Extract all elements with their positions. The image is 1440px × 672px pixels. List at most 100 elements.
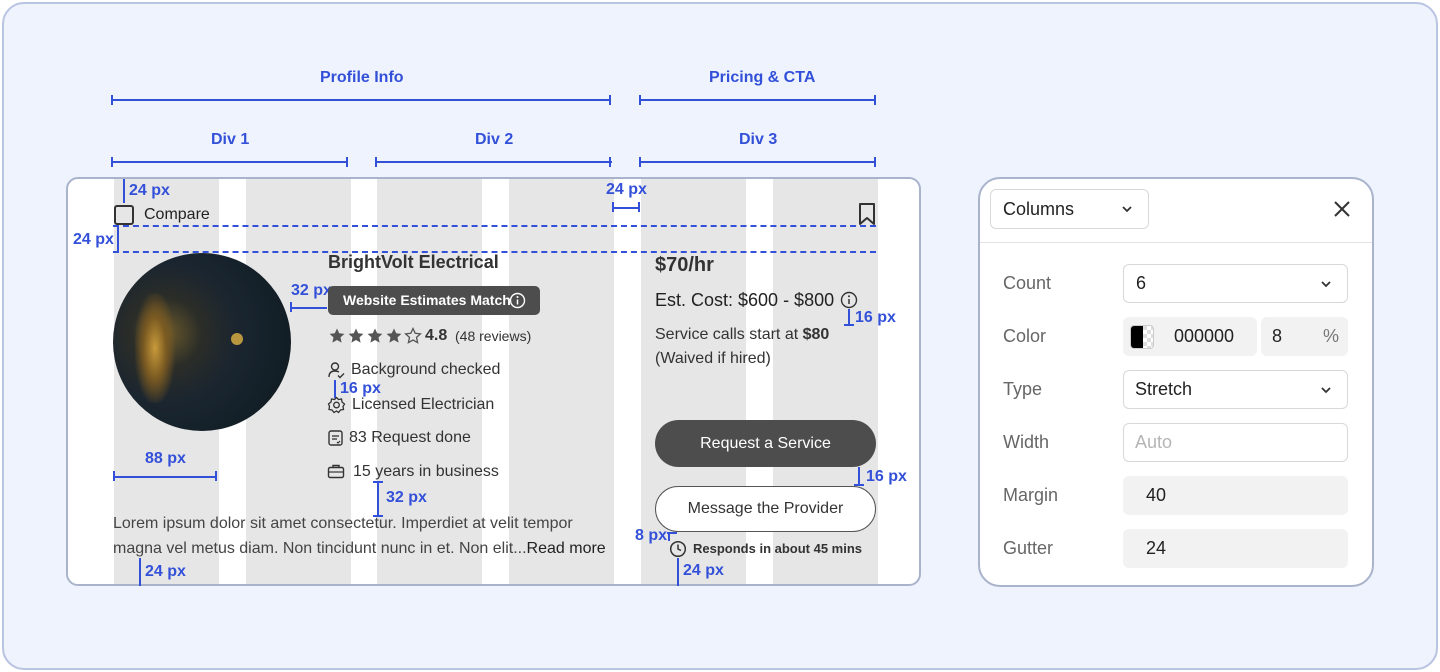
guide-dash-top <box>113 225 876 227</box>
spacing-marker <box>677 558 679 586</box>
tick <box>638 202 640 212</box>
width-placeholder: Auto <box>1135 432 1173 452</box>
spacing-marker <box>113 476 217 478</box>
tick <box>290 302 292 312</box>
width-input[interactable] <box>1123 423 1348 462</box>
tick <box>609 95 611 105</box>
feature-requests: 83 Request done <box>349 429 471 446</box>
bookmark-icon[interactable] <box>857 202 877 226</box>
star-icon <box>367 328 383 343</box>
tick <box>874 95 876 105</box>
color-hex-value: 000000 <box>1174 326 1235 346</box>
waived-note: (Waived if hired) <box>655 350 771 367</box>
layout-type-value: Columns <box>1003 199 1075 219</box>
compare-label[interactable]: Compare <box>144 206 210 223</box>
request-service-button[interactable]: Request a Service <box>655 420 876 467</box>
description-line-1: Lorem ipsum dolor sit amet consectetur. … <box>113 515 573 532</box>
spacing-label: 24 px <box>606 181 647 198</box>
count-value: 6 <box>1136 273 1147 293</box>
gutter-label: Gutter <box>1003 538 1054 558</box>
layout-type-dropdown[interactable] <box>990 189 1149 229</box>
feature-licensed: Licensed Electrician <box>352 396 495 413</box>
user-check-icon <box>328 362 345 379</box>
tick <box>667 532 677 534</box>
spacing-label: 88 px <box>145 450 186 467</box>
margin-value: 40 <box>1146 485 1167 505</box>
spacing-marker <box>334 380 336 398</box>
color-opacity-value: 8 <box>1272 326 1283 346</box>
tick <box>111 157 113 167</box>
hourly-rate: $70/hr <box>655 254 714 276</box>
div1-label: Div 1 <box>211 131 250 148</box>
spacing-label: 24 px <box>145 563 186 580</box>
spacing-marker <box>123 179 125 203</box>
response-time: Responds in about 45 mins <box>693 541 863 556</box>
tick <box>609 157 611 167</box>
clipboard-icon <box>328 430 343 446</box>
feature-years: 15 years in business <box>353 463 499 480</box>
tick <box>612 202 614 212</box>
spacing-marker <box>377 481 379 517</box>
description-line-2: magna vel metus diam. Non tincidunt nunc… <box>113 540 606 558</box>
spacing-label: 32 px <box>386 489 427 506</box>
spacing-label: 8 px <box>635 527 668 544</box>
gutter-input[interactable] <box>1123 529 1348 568</box>
div1-span-line <box>112 161 348 163</box>
read-more-link[interactable]: Read more <box>526 540 606 557</box>
color-swatch[interactable] <box>1130 325 1154 349</box>
tick <box>854 484 864 486</box>
spacing-label: 32 px <box>291 282 332 299</box>
tick <box>639 95 641 105</box>
tick <box>113 471 115 481</box>
spacing-label: 16 px <box>340 380 381 397</box>
star-icon <box>404 327 422 344</box>
margin-input[interactable] <box>1123 476 1348 515</box>
color-opacity-unit: % <box>1323 326 1340 346</box>
type-value: Stretch <box>1135 379 1193 399</box>
gutter-value: 24 <box>1146 538 1167 558</box>
type-select[interactable] <box>1123 370 1348 409</box>
spacing-marker <box>139 558 141 586</box>
chevron-down-icon <box>1321 387 1331 394</box>
section-label-pricing: Pricing & CTA <box>709 69 816 86</box>
spacing-label: 16 px <box>855 309 896 326</box>
spacing-marker <box>668 532 670 541</box>
message-provider-button[interactable]: Message the Provider <box>655 486 876 532</box>
tick <box>639 157 641 167</box>
spacing-label: 16 px <box>866 468 907 485</box>
profile-span-line <box>112 99 611 101</box>
info-icon[interactable] <box>840 291 858 309</box>
tick <box>346 157 348 167</box>
spacing-marker <box>858 467 860 486</box>
tick <box>215 471 217 481</box>
website-estimates-tooltip: Website Estimates Match <box>328 286 540 315</box>
div2-label: Div 2 <box>475 131 514 148</box>
spacing-marker <box>848 309 850 326</box>
close-icon[interactable] <box>1331 198 1353 220</box>
type-label: Type <box>1003 379 1043 399</box>
layout-column <box>377 179 482 584</box>
star-icon <box>329 328 345 343</box>
tick <box>375 157 377 167</box>
feature-background: Background checked <box>351 361 501 378</box>
tick <box>373 515 383 517</box>
info-icon[interactable] <box>509 292 526 309</box>
provider-photo <box>113 253 291 431</box>
pricing-span-line <box>640 99 876 101</box>
rating-count[interactable]: (48 reviews) <box>455 328 532 344</box>
tick <box>844 324 854 326</box>
badge-icon <box>327 396 346 414</box>
service-call-amount: $80 <box>802 326 830 343</box>
margin-label: Margin <box>1003 485 1059 505</box>
guide-dash-bottom <box>113 251 876 253</box>
tick <box>373 481 383 483</box>
color-opacity-field[interactable] <box>1261 317 1348 356</box>
tick <box>874 157 876 167</box>
provider-name[interactable]: BrightVolt Electrical <box>328 252 499 272</box>
service-call-prefix: Service calls start at <box>655 326 803 343</box>
description-text: magna vel metus diam. Non tincidunt nunc… <box>113 540 527 557</box>
count-select[interactable] <box>1123 264 1348 303</box>
checkbox-icon[interactable] <box>113 204 135 226</box>
briefcase-icon <box>327 464 345 479</box>
div3-label: Div 3 <box>739 131 778 148</box>
